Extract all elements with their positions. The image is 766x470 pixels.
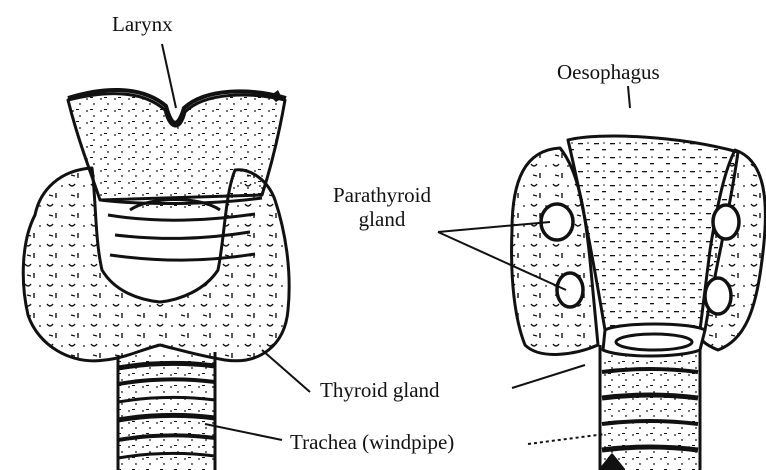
parathyroid-label: Parathyroid gland — [318, 185, 446, 230]
trachea-leader-right — [528, 434, 605, 444]
trachea-front — [118, 352, 215, 470]
oesophagus-leader — [628, 86, 630, 108]
front-view-illustration — [23, 90, 289, 470]
parathyroid-label-line1: Parathyroid — [318, 185, 446, 206]
thyroid-leader-right — [512, 365, 585, 388]
thyroid-leader-left — [262, 350, 310, 392]
parathyroid-label-line2: gland — [318, 209, 446, 230]
trachea-leader-left — [205, 424, 282, 440]
thyroid-gland-label: Thyroid gland — [320, 380, 440, 401]
oesophagus-label: Oesophagus — [557, 62, 660, 83]
trachea-label: Trachea (windpipe) — [290, 432, 454, 453]
back-view-illustration — [512, 136, 766, 470]
larynx-label: Larynx — [112, 14, 173, 35]
trachea-back — [600, 345, 700, 470]
larynx-leader — [162, 44, 176, 108]
